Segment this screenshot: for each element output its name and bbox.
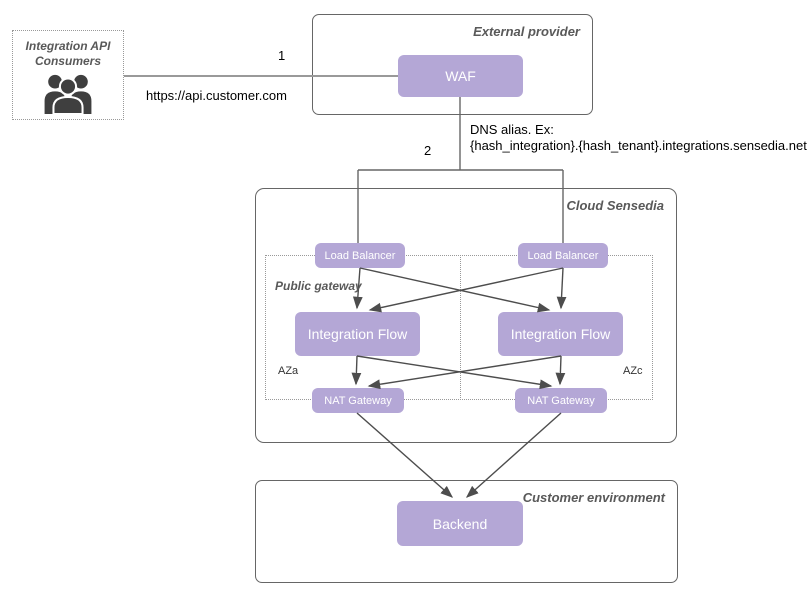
- customer-environment-title: Customer environment: [522, 490, 665, 505]
- edge-1-number: 1: [278, 48, 286, 63]
- public-gateway-group: [265, 255, 653, 400]
- load-balancer-left-node: Load Balancer: [315, 243, 405, 268]
- public-gateway-title: Public gateway: [275, 279, 362, 293]
- edge-2-dns-line2: {hash_integration}.{hash_tenant}.integra…: [470, 138, 807, 153]
- edge-2-dns-line1: DNS alias. Ex:: [470, 122, 554, 137]
- nat-gateway-left-node: NAT Gateway: [312, 388, 404, 413]
- load-balancer-right-node: Load Balancer: [518, 243, 608, 268]
- cloud-sensedia-title: Cloud Sensedia: [566, 198, 664, 213]
- edge-2-number: 2: [424, 143, 432, 158]
- waf-node: WAF: [398, 55, 523, 97]
- edge-2-dns-label: DNS alias. Ex: {hash_integration}.{hash_…: [470, 122, 807, 154]
- edge-1-url-label: https://api.customer.com: [146, 88, 287, 103]
- backend-node: Backend: [397, 501, 523, 546]
- integration-api-consumers-label: Integration API Consumers: [25, 39, 111, 68]
- availability-zone-divider: [460, 255, 461, 400]
- integration-flow-right-node: Integration Flow: [498, 312, 623, 356]
- nat-gateway-right-node: NAT Gateway: [515, 388, 607, 413]
- external-provider-title: External provider: [473, 24, 580, 39]
- zone-label-azc: AZc: [623, 365, 643, 377]
- integration-flow-left-node: Integration Flow: [295, 312, 420, 356]
- zone-label-aza: AZa: [278, 365, 299, 377]
- integration-api-consumers-box: Integration API Consumers: [12, 30, 124, 120]
- people-group-icon: [42, 72, 94, 119]
